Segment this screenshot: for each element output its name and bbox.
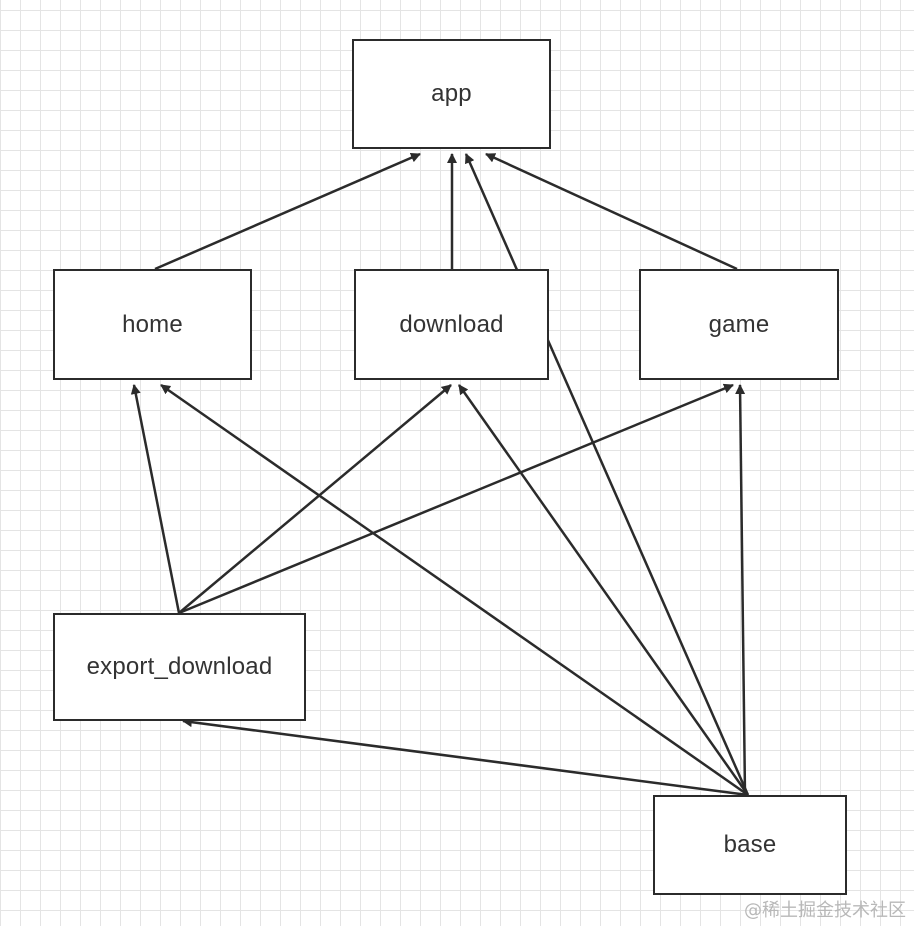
node-download-label: download xyxy=(399,310,504,338)
node-base[interactable]: base xyxy=(653,795,847,895)
node-download[interactable]: download xyxy=(354,269,549,380)
edge-base-to-app xyxy=(464,153,750,796)
edge-base-to-download xyxy=(457,384,750,796)
edge-base-to-export-download xyxy=(182,717,749,797)
edge-home-to-app xyxy=(154,152,421,271)
edge-base-to-home xyxy=(160,383,749,797)
edge-game-to-app xyxy=(485,152,738,271)
node-export-download[interactable]: export_download xyxy=(53,613,306,721)
edge-export-download-to-home xyxy=(130,384,181,614)
node-base-label: base xyxy=(723,831,777,858)
node-app-label: app xyxy=(431,80,472,107)
node-app[interactable]: app xyxy=(352,39,551,149)
watermark: @稀土掘金技术社区 xyxy=(744,900,906,921)
node-home-label: home xyxy=(122,310,183,338)
edge-export-download-to-game xyxy=(178,383,734,615)
node-game[interactable]: game xyxy=(639,269,839,380)
node-game-label: game xyxy=(708,310,770,338)
edge-base-to-game xyxy=(735,384,747,796)
edge-export-download-to-download xyxy=(178,384,452,614)
node-export-download-label: export_download xyxy=(86,653,273,680)
node-home[interactable]: home xyxy=(53,269,252,380)
